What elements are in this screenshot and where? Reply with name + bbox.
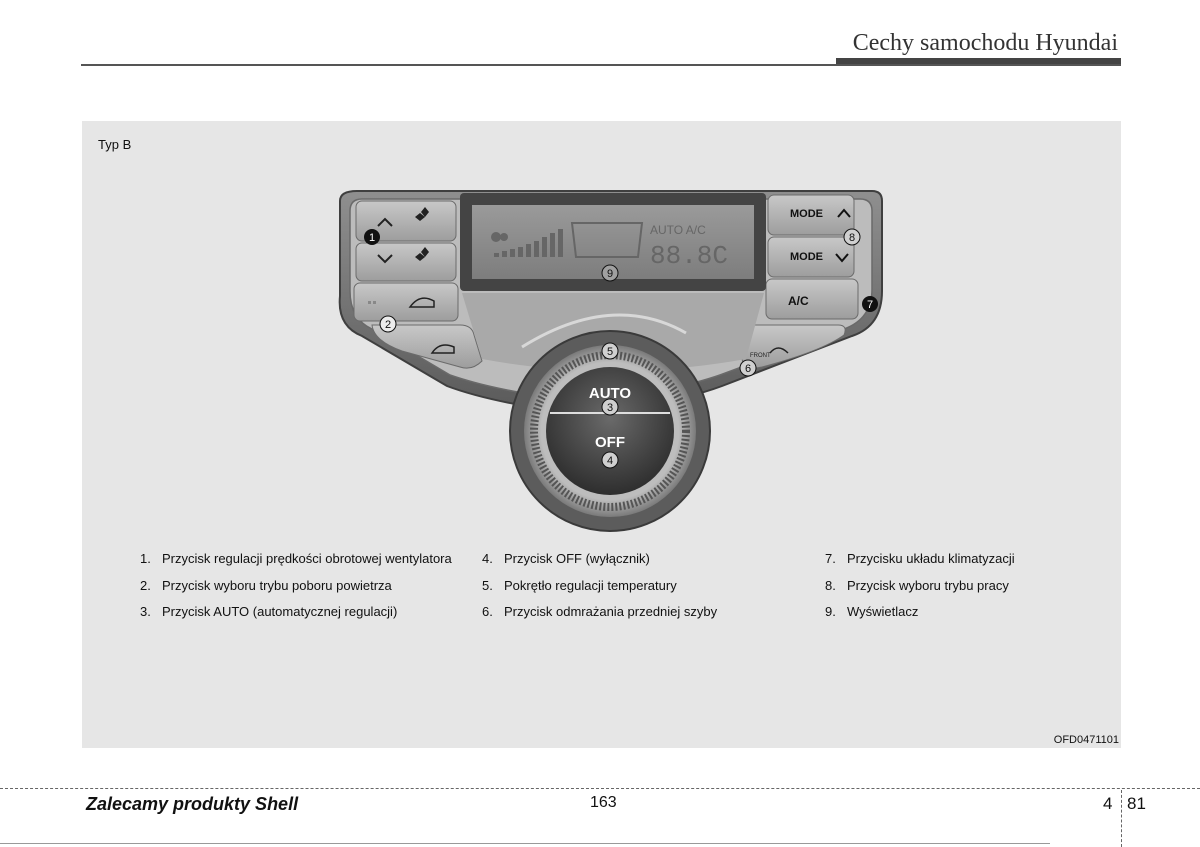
callout-6: 6 xyxy=(739,359,757,377)
footer-vertical-divider xyxy=(1121,790,1122,847)
header-rule xyxy=(81,64,1121,66)
defrost-icon xyxy=(769,347,789,354)
callout-3: 3 xyxy=(601,398,619,416)
display-fan-bars xyxy=(494,229,563,257)
callout-8: 8 xyxy=(843,228,861,246)
air-intake-fresh-button[interactable] xyxy=(371,324,483,369)
ac-label: A/C xyxy=(788,294,809,308)
chevron-down-icon xyxy=(835,253,849,263)
type-label: Typ B xyxy=(98,137,132,152)
mode-down-button[interactable] xyxy=(767,236,855,278)
fan-down-button[interactable] xyxy=(355,242,457,282)
fan-icon xyxy=(415,207,429,221)
svg-text:3: 3 xyxy=(607,402,613,414)
air-intake-recirc-button[interactable] xyxy=(353,282,459,322)
svg-text:1: 1 xyxy=(369,232,375,244)
chevron-down-icon xyxy=(377,254,393,264)
legend-item: 3.Przycisk AUTO (automatycznej regulacji… xyxy=(140,604,398,619)
legend-column-1: 1.Przycisk regulacji prędkości obrotowej… xyxy=(140,551,452,631)
footer-bottom-rule xyxy=(0,843,1050,844)
figure-code: OFD0471101 xyxy=(1053,734,1119,746)
chevron-up-icon xyxy=(377,217,393,227)
footer-divider xyxy=(0,788,1200,789)
figure-box: Typ B xyxy=(82,121,1121,748)
mode-down-label: MODE xyxy=(790,251,823,263)
svg-text:8: 8 xyxy=(849,232,855,244)
footer-brand-note: Zalecamy produkty Shell xyxy=(86,794,299,814)
legend-item: 8.Przycisk wyboru trybu pracy xyxy=(825,577,1009,593)
callout-7: 7 xyxy=(862,296,878,312)
mode-up-label: MODE xyxy=(790,208,823,220)
climate-control-panel: AUTO A/C 88.8C AUTO OFF MODE MODE A/C F xyxy=(338,190,883,532)
ac-button[interactable] xyxy=(765,278,859,320)
display-fan-icon xyxy=(491,232,508,242)
callout-2: 2 xyxy=(379,315,397,333)
auto-off-center xyxy=(546,367,674,495)
fan-icon xyxy=(415,247,429,261)
indicator-led-icon xyxy=(368,301,376,304)
callout-5: 5 xyxy=(601,342,619,360)
display-mode-text: AUTO A/C xyxy=(650,223,706,237)
header-bar xyxy=(836,58,1121,66)
legend-item: 7.Przycisku układu klimatyzacji xyxy=(825,551,1015,566)
callout-9: 9 xyxy=(601,264,619,282)
fresh-air-icon xyxy=(430,344,455,354)
auto-button-label[interactable]: AUTO xyxy=(589,385,632,402)
fan-up-button[interactable] xyxy=(355,200,457,242)
header-title: Cechy samochodu Hyundai xyxy=(852,30,1118,56)
display-seat-icon xyxy=(570,222,644,258)
legend-item: 1.Przycisk regulacji prędkości obrotowej… xyxy=(140,551,452,566)
footer-page-number: 163 xyxy=(590,794,617,811)
front-label: FRONT xyxy=(750,353,771,359)
temp-arc xyxy=(521,313,687,349)
chevron-up-icon xyxy=(837,208,851,218)
mode-up-button[interactable] xyxy=(767,194,855,236)
callout-1: 1 xyxy=(364,229,380,245)
legend-item: 4.Przycisk OFF (wyłącznik) xyxy=(482,551,650,566)
svg-text:5: 5 xyxy=(607,346,613,358)
legend-column-2: 4.Przycisk OFF (wyłącznik) 5.Pokrętło re… xyxy=(482,551,717,631)
legend-item: 5.Pokrętło regulacji temperatury xyxy=(482,577,677,593)
svg-text:6: 6 xyxy=(745,363,751,375)
legend-column-3: 7.Przycisku układu klimatyzacji 8.Przyci… xyxy=(825,551,1015,631)
legend-item: 9.Wyświetlacz xyxy=(825,604,919,619)
callout-4: 4 xyxy=(601,451,619,469)
recirculation-icon xyxy=(408,297,435,308)
svg-text:2: 2 xyxy=(385,319,391,331)
svg-text:9: 9 xyxy=(607,268,613,280)
display-temperature: 88.8C xyxy=(650,241,728,271)
svg-text:7: 7 xyxy=(867,299,873,311)
footer-section-page: 81 xyxy=(1127,794,1146,813)
svg-text:4: 4 xyxy=(607,455,613,467)
legend-item: 2.Przycisk wyboru trybu poboru powietrza xyxy=(140,577,392,593)
footer-section: 4 xyxy=(1103,794,1113,813)
off-button-label[interactable]: OFF xyxy=(595,434,625,451)
legend-item: 6.Przycisk odmrażania przedniej szyby xyxy=(482,604,718,619)
front-defrost-button[interactable] xyxy=(741,324,846,369)
